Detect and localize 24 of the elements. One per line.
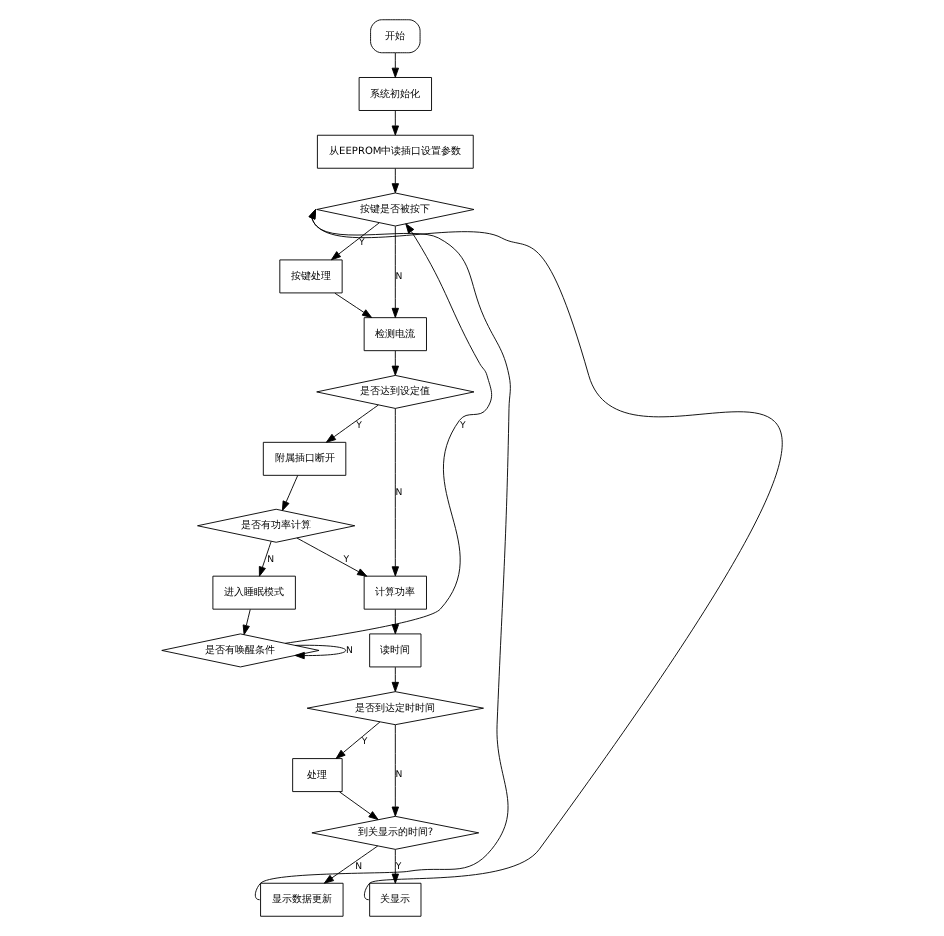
- arrow: [294, 644, 347, 660]
- arrow: [391, 609, 399, 635]
- arrow: [284, 223, 493, 644]
- arrow: [335, 721, 381, 760]
- arrow: [254, 209, 511, 901]
- arrow: [242, 609, 251, 635]
- arrow: [334, 292, 373, 318]
- arrow: [323, 845, 379, 884]
- arrow: [391, 225, 399, 318]
- arrow: [391, 168, 399, 194]
- arrow: [391, 110, 399, 136]
- arrow: [296, 537, 368, 577]
- arrow: [391, 52, 399, 78]
- arrow: [391, 724, 399, 817]
- arrow: [281, 475, 299, 511]
- arrow: [308, 209, 781, 901]
- arrow: [391, 408, 399, 577]
- arrow: [330, 222, 380, 261]
- arrow: [339, 791, 379, 821]
- arrow: [325, 404, 379, 443]
- arrow: [391, 666, 399, 692]
- arrow: [391, 849, 399, 884]
- arrow: [391, 350, 399, 376]
- arrow: [258, 541, 272, 577]
